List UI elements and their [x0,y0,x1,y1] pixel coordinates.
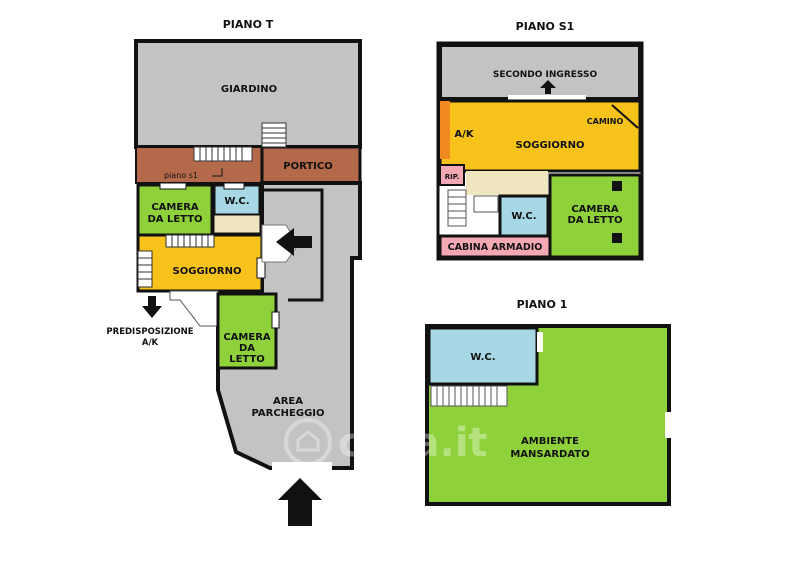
watermark-logo-icon [284,418,332,466]
arrow-up-icon [278,478,322,526]
camino-line [611,104,639,129]
camera-1 [136,183,214,243]
label-area-l2: PARCHEGGIO [251,408,324,419]
label-ak-s1: A/K [454,129,474,140]
gate [272,462,332,470]
label-ambiente-l2: MANSARDATO [510,449,589,460]
col-s1-2 [612,233,622,243]
stairs-top [261,122,287,148]
label-predisposizione: PREDISPOSIZIONE [106,327,193,337]
plan-piano-s1 [436,41,644,261]
arrow-entry-icon [276,228,312,256]
label-portico: PORTICO [283,161,332,172]
title-piano-1: PIANO 1 [517,298,568,311]
label-wc-s1: W.C. [511,211,536,222]
outdoor-stairs [169,290,219,327]
label-ak-note: A/K [142,338,159,348]
wc-p1 [427,326,539,386]
arrow-up-s1-icon [540,80,556,94]
door-p1 [537,332,543,352]
label-soggiorno-s1: SOGGIORNO [516,140,585,151]
label-camera-2-l1: CAMERA [223,332,271,343]
label-ambiente-l1: AMBIENTE [521,436,579,447]
window-camera-1 [159,182,187,190]
label-secondo-ingresso: SECONDO INGRESSO [493,70,598,80]
label-camera-s1-l1: CAMERA [571,204,619,215]
stairs-p1 [430,385,508,407]
col-s1-1 [612,181,622,191]
camera-s1 [548,173,642,259]
soggiorno-s1 [438,99,642,173]
window-wc [223,182,245,190]
title-piano-s1: PIANO S1 [516,20,575,33]
outer-s1 [436,41,644,261]
label-piano-s1-note: piano s1 [164,171,198,180]
corridor-wall [262,188,324,302]
label-cabina-armadio: CABINA ARMADIO [448,242,543,253]
label-wc-t: W.C. [224,196,249,207]
camera-2 [216,292,278,370]
label-area-l1: AREA [273,396,303,407]
label-soggiorno-t: SOGGIORNO [173,266,242,277]
stairs-s1 [447,189,499,227]
window-soggiorno [256,257,266,279]
label-camera-2-l3: LETTO [229,354,265,365]
hall-s1 [466,171,548,195]
watermark-text: casa.it [338,420,488,466]
window-camera-2 [271,311,280,329]
title-piano-t: PIANO T [223,18,274,31]
watermark: casa.it [284,418,488,466]
label-camera-1-l1: CAMERA [151,202,199,213]
label-camera-1-l2: DA LETTO [147,214,202,225]
plan-piano-t [134,39,362,526]
arrow-down-icon [142,296,162,318]
giardino-area [134,39,362,149]
rip-s1 [439,164,465,186]
label-rip: RIP. [445,173,460,181]
label-camera-2-l2: DA [239,343,255,354]
cabina-armadio [438,234,552,259]
window-p1 [665,412,671,438]
stairs-soggiorno [137,234,215,288]
watermark-house-icon [296,430,320,452]
plan-piano-1 [425,324,671,506]
label-wc-p1: W.C. [470,352,495,363]
label-giardino: GIARDINO [221,84,277,95]
arrow-s1-icon [212,168,223,177]
hall-t [213,214,261,234]
label-camino: CAMINO [587,117,624,126]
ak-s1 [440,101,450,159]
door-s1-top [508,95,586,103]
stairs-portico [193,146,253,162]
label-camera-s1-l2: DA LETTO [567,215,622,226]
